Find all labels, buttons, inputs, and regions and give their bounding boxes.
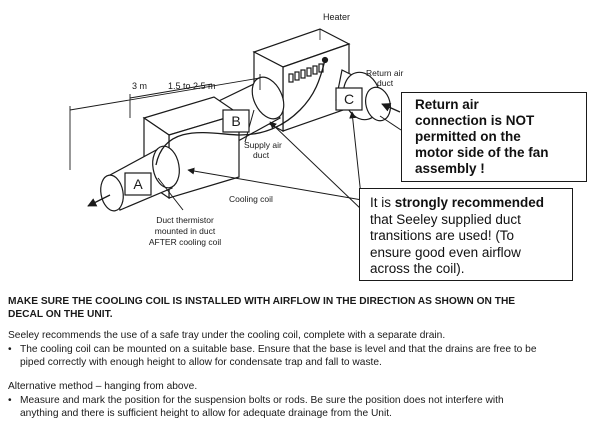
callout-line: ensure good even airflow [370,244,521,260]
dim-range-label: 1.5 to 2.5 m [168,81,216,91]
point-b-label: B [231,113,240,129]
callout-line: transitions are used! (To [370,228,515,243]
thermistor-cable [155,59,326,166]
callout-text: It is [370,195,395,210]
callout-emphasis: strongly recommended [394,195,545,210]
callout-line: assembly ! [415,161,485,176]
point-c: C [335,87,363,111]
return-air-duct-label: Return air [366,68,403,78]
callout-line: that Seeley supplied duct [370,211,521,227]
callout-line: connection is NOT [415,113,535,128]
airflow-arrow-out [87,194,111,207]
callout-line: permitted on the [415,129,521,144]
bullet-line: anything and there is sufficient height … [20,407,392,419]
alternative-method-paragraph: Alternative method – hanging from above. [8,381,586,394]
bullet-icon: • [8,395,12,406]
thermistor-label-1: Duct thermistor [156,215,214,225]
return-air-duct-label-2: duct [377,78,394,88]
thermistor-label-2: mounted in duct [155,226,216,236]
heading-line: DECAL ON THE UNIT. [8,308,113,320]
hanging-bullet: • Measure and mark the position for the … [8,395,590,420]
supply-air-duct-label-2: duct [253,150,270,160]
bullet-line: piped correctly with enough height to al… [20,356,382,368]
point-a: A [124,172,152,196]
duct-transition-callout: It is strongly recommended that Seeley s… [359,188,573,281]
callout-line: across the coil). [370,261,465,276]
dimension-lines [69,74,261,170]
airflow-arrow-in [381,103,401,113]
dim-3m-label: 3 m [132,81,147,91]
callout-line: motor side of the fan [415,145,549,160]
point-c-label: C [344,91,354,107]
bullet-line: The cooling coil can be mounted on a sui… [20,344,537,355]
base-mount-bullet: • The cooling coil can be mounted on a s… [8,344,590,369]
safe-tray-paragraph: Seeley recommends the use of a safe tray… [8,330,586,343]
point-b: B [222,109,250,133]
installation-diagram: 3 m 1.5 to 2.5 m A B C Heater Return air… [69,12,403,247]
supply-air-duct-label: Supply air [244,140,282,150]
bullet-icon: • [8,344,12,355]
thermistor-label-3: AFTER cooling coil [149,237,221,247]
callout-pointers [157,109,402,211]
point-a-label: A [133,176,143,192]
paragraph-line: Seeley recommends the use of a safe tray… [8,330,446,341]
heater-label: Heater [323,12,350,22]
heading-line: MAKE SURE THE COOLING COIL IS INSTALLED … [8,296,516,307]
return-air-warning-callout: Return air connection is NOT permitted o… [401,92,587,182]
cooling-coil-label: Cooling coil [229,194,273,204]
bullet-line: Measure and mark the position for the su… [20,395,504,406]
callout-line: It is strongly recommended [370,195,562,212]
instruction-heading: MAKE SURE THE COOLING COIL IS INSTALLED … [8,296,586,321]
callout-line: Return air [415,97,479,112]
paragraph-line: Alternative method – hanging from above. [8,381,198,392]
